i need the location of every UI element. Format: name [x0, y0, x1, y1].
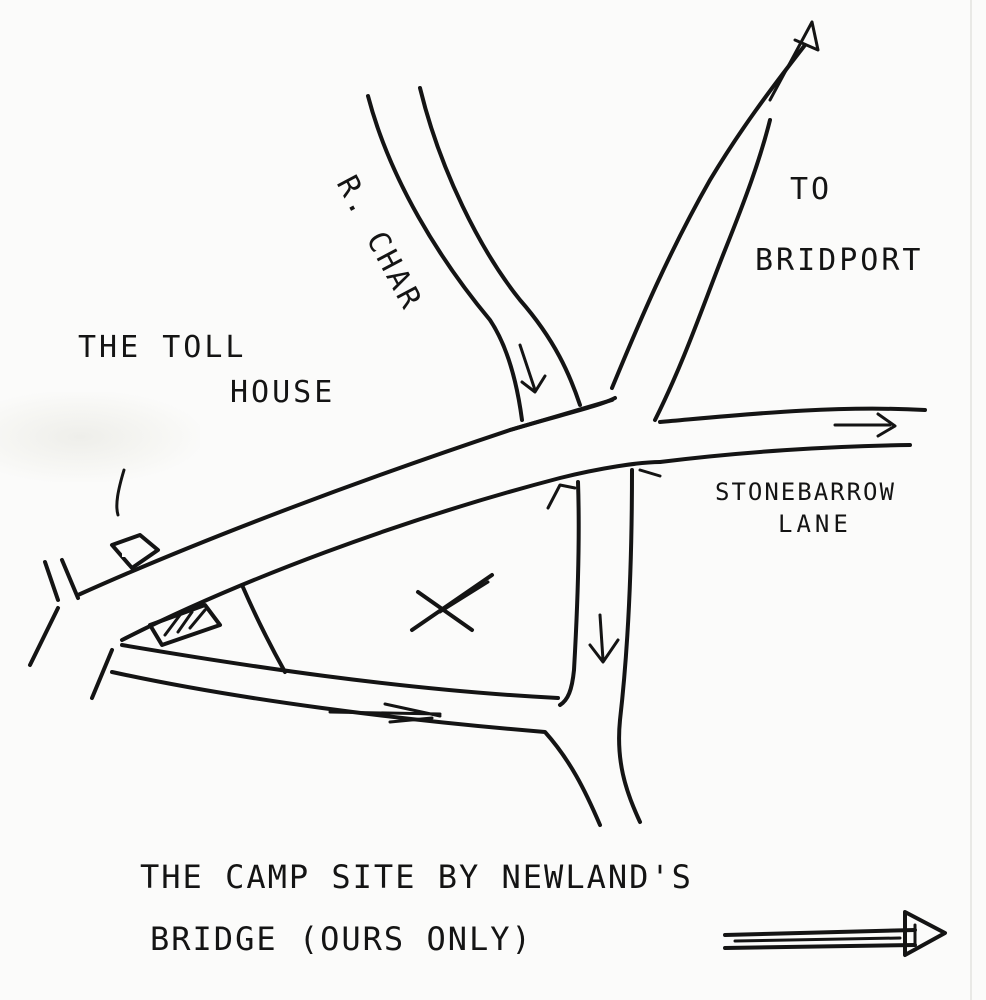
to-label: TO	[790, 172, 833, 207]
bridport-road-right-edge	[653, 118, 772, 422]
road-end-left-1	[43, 560, 60, 602]
stonebarrow-lane-label-line2: LANE	[778, 510, 852, 538]
paper-edge	[970, 0, 972, 1000]
south-road-left-edge	[558, 480, 581, 707]
bridport-road-left-edge	[610, 43, 807, 390]
south-road-right-edge	[617, 468, 642, 824]
bridport-arrow	[768, 20, 820, 102]
toll-house-building-icon	[110, 468, 160, 570]
bridport-label: BRIDPORT	[755, 243, 924, 278]
river-char-left-bank	[366, 94, 524, 422]
bottom-road-arrow	[328, 702, 442, 724]
toll-house-label-line1: THE TOLL	[78, 330, 247, 365]
main-road-lower-edge	[120, 460, 662, 642]
road-end-left-3	[28, 606, 60, 667]
stonebarrow-lane-upper-edge	[658, 406, 927, 424]
bottom-road-upper-edge	[120, 643, 560, 700]
stonebarrow-lane-lower-edge	[658, 443, 912, 464]
road-end-left-4	[90, 648, 114, 700]
junction-tick-2	[638, 468, 662, 478]
river-char-right-bank	[418, 86, 582, 407]
junction-tick-1	[546, 483, 577, 510]
campsite-caption-line2: BRIDGE (OURS ONLY)	[150, 920, 533, 958]
correction-smudge	[0, 392, 200, 482]
toll-house-label-line2: HOUSE	[230, 375, 336, 410]
directions-arrow	[723, 910, 947, 957]
campsite-caption-line1: THE CAMP SITE BY NEWLAND'S	[140, 858, 693, 896]
hatched-building-icon	[148, 603, 222, 647]
river-char-mouth	[508, 398, 614, 432]
road-end-left-2	[60, 558, 80, 600]
field-boundary	[240, 583, 287, 674]
river-flow-arrow	[518, 343, 547, 394]
stonebarrow-lane-label-line1: STONEBARROW	[715, 478, 896, 506]
stonebarrow-lane-arrow	[833, 412, 897, 438]
main-road-upper-edge	[76, 396, 617, 597]
campsite-cross-mark	[410, 573, 494, 632]
south-road-arrow	[588, 613, 620, 664]
bottom-road-lower-edge	[110, 670, 602, 827]
